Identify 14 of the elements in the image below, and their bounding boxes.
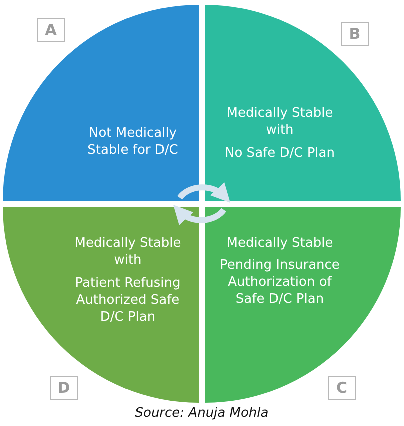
source-caption: Source: Anuja Mohla [134,406,270,421]
letter-badge: C [328,376,356,400]
segment-heading: Medically Stable [226,235,334,252]
letter-badge: B [341,22,369,46]
curved-arrow [178,182,231,203]
segment-text: No Safe D/C Plan [224,145,336,162]
segment-heading: Medically Stable with [74,235,182,269]
letter-badge: D [50,376,78,400]
segment-heading: Medically Stable with [226,105,334,139]
curved-arrow [173,205,226,226]
segment-text: Pending Insurance Authorization of Safe D/C Plan [219,257,341,308]
letter-badge: A [37,18,65,42]
segment-heading: Not Medically Stable for D/C [86,125,180,159]
segment-text: Patient Refusing Authorized Safe D/C Plan [74,275,182,326]
